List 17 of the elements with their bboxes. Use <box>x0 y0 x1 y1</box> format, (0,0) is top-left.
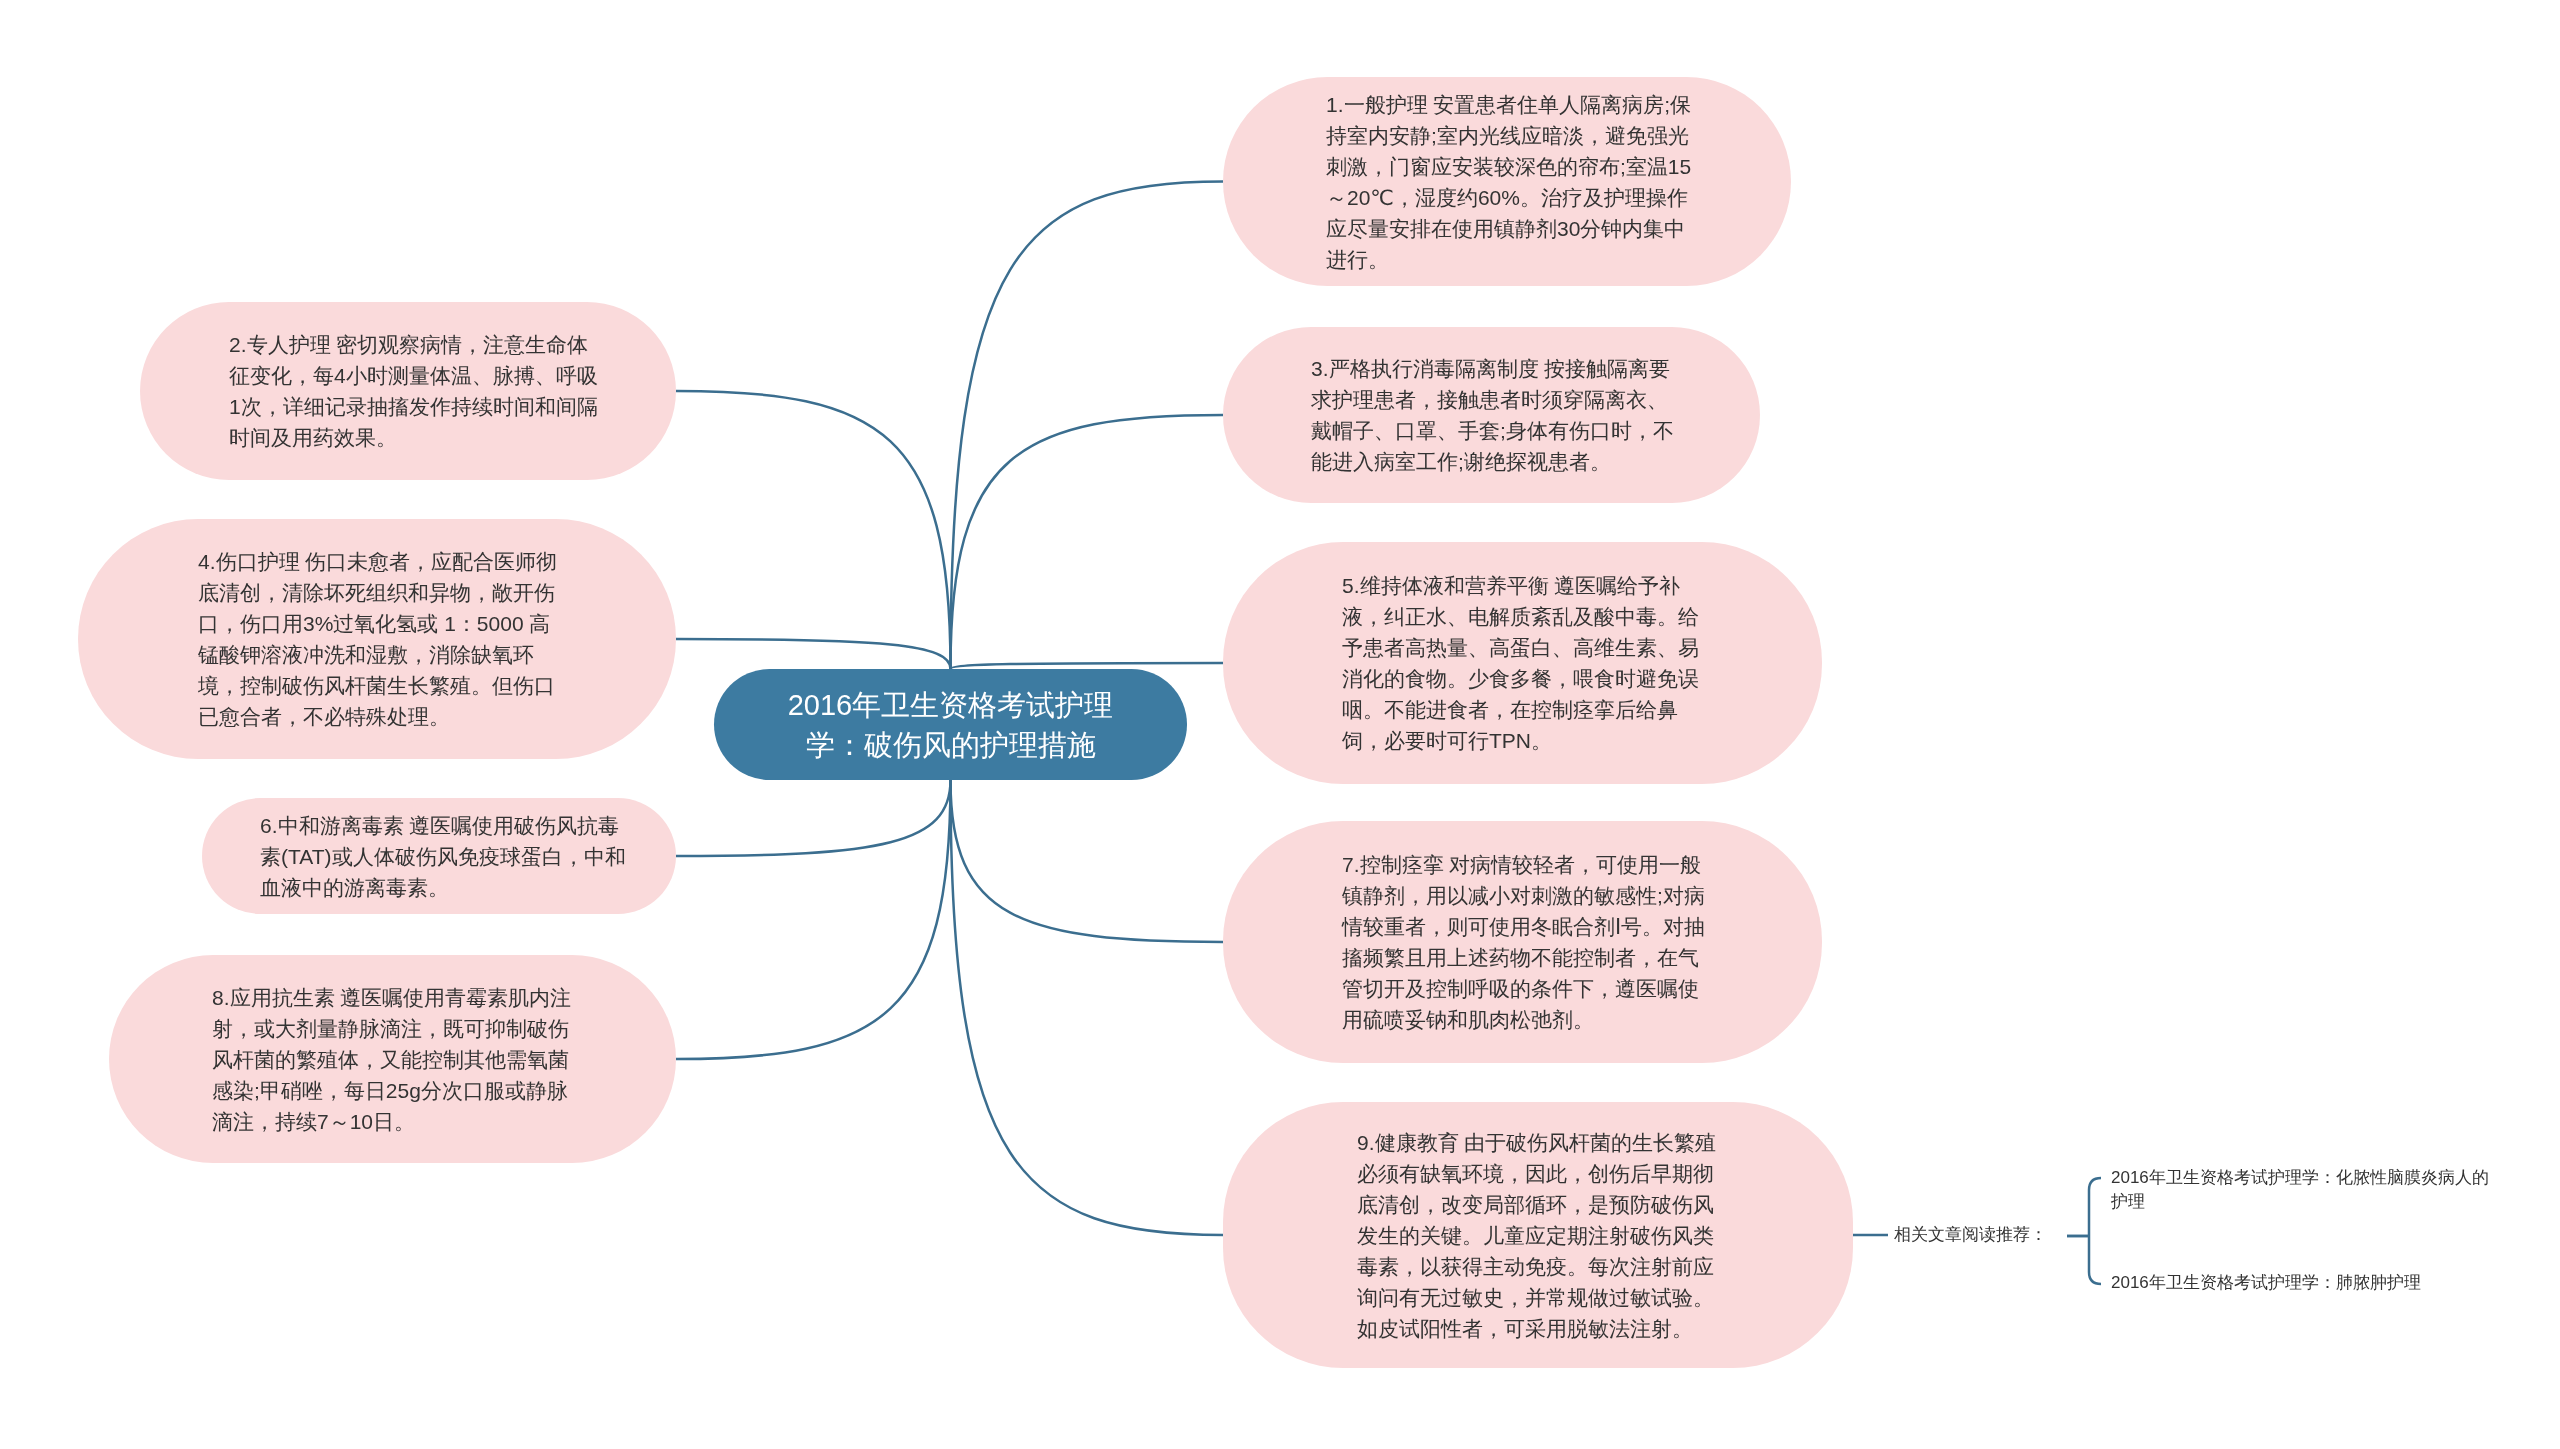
connector-line <box>949 661 1223 671</box>
topic-text: 2.专人护理 密切观察病情，注意生命体征变化，每4小时测量体温、脉搏、呼吸1次，详细记录抽搐发作持续时间和间隔时间及用药效果。 <box>229 332 599 451</box>
connector-line <box>676 637 952 670</box>
topic-text: 9.健康教育 由于破伤风杆菌的生长繁殖必须有缺氧环境，因此，创伤后早期彻底清创，改变局部循环，是预防破伤风发生的关键。儿童应定期注射破伤风类毒素，以获得主动免疫。每次注射前应询问有无过敏史，并常规做过敏试验。如皮试阳性者，可采用脱敏法注射。 <box>1357 1129 1718 1342</box>
topic-text: 4.伤口护理 伤口未愈者，应配合医师彻底清创，清除坏死组织和异物，敞开伤口，伤口用3%过氧化氢或 1：5000 高锰酸钾溶液冲洗和湿敷，消除缺氧环境，控制破伤风杆菌生长繁殖。但伤口已愈合者，不必特殊处理。 <box>198 549 559 730</box>
topic-text: 3.严格执行消毒隔离制度 按接触隔离要求护理患者，接触患者时须穿隔离衣、戴帽子、口罩、手套;身体有伤口时，不能进入病室工作;谢绝探视患者。 <box>1311 356 1675 475</box>
connector-line <box>1853 1233 1888 1237</box>
link-text: 2016年卫生资格考试护理学：肺脓肿护理 <box>2111 1271 2491 1295</box>
link-text: 2016年卫生资格考试护理学：化脓性脑膜炎病人的护理 <box>2111 1166 2491 1214</box>
topic-text: 1.一般护理 安置患者住单人隔离病房;保持室内安静;室内光线应暗淡，避免强光刺激，门窗应安装较深色的帘布;室温15～20℃，湿度约60%。治疗及护理操作应尽量安排在使用镇静剂30分钟内集中进行。 <box>1326 91 1693 273</box>
topic-text: 8.应用抗生素 遵医嘱使用青霉素肌内注射，或大剂量静脉滴注，既可抑制破伤风杆菌的繁殖体，又能控制其他需氧菌感染;甲硝唑，每日25g分次口服或静脉滴注，持续7～10日。 <box>212 984 573 1135</box>
connector-line <box>2065 1234 2103 1286</box>
topic-text: 6.中和游离毒素 遵医嘱使用破伤风抗毒素(TAT)或人体破伤风免疫球蛋白，中和血液中的游离毒素。 <box>260 812 627 901</box>
topic-text: 5.维持体液和营养平衡 遵医嘱给予补液，纠正水、电解质紊乱及酸中毒。给予患者高热量、高蛋白、高维生素、易消化的食物。少食多餐，喂食时避免误咽。不能进食者，在控制痉挛后给鼻饲，必要时可行TPN。 <box>1342 573 1700 754</box>
topic-text: 2016年卫生资格考试护理学：破伤风的护理措施 <box>786 687 1115 763</box>
heading-text: 相关文章阅读推荐： <box>1894 1223 2059 1247</box>
topic-text: 7.控制痉挛 对病情较轻者，可使用一般镇静剂，用以减小对刺激的敏感性;对病情较重者，则可使用冬眠合剂Ⅰ号。对抽搐频繁且用上述药物不能控制者，在气管切开及控制呼吸的条件下，遵医嘱使用硫喷妥钠和肌肉松弛剂。 <box>1342 852 1707 1033</box>
